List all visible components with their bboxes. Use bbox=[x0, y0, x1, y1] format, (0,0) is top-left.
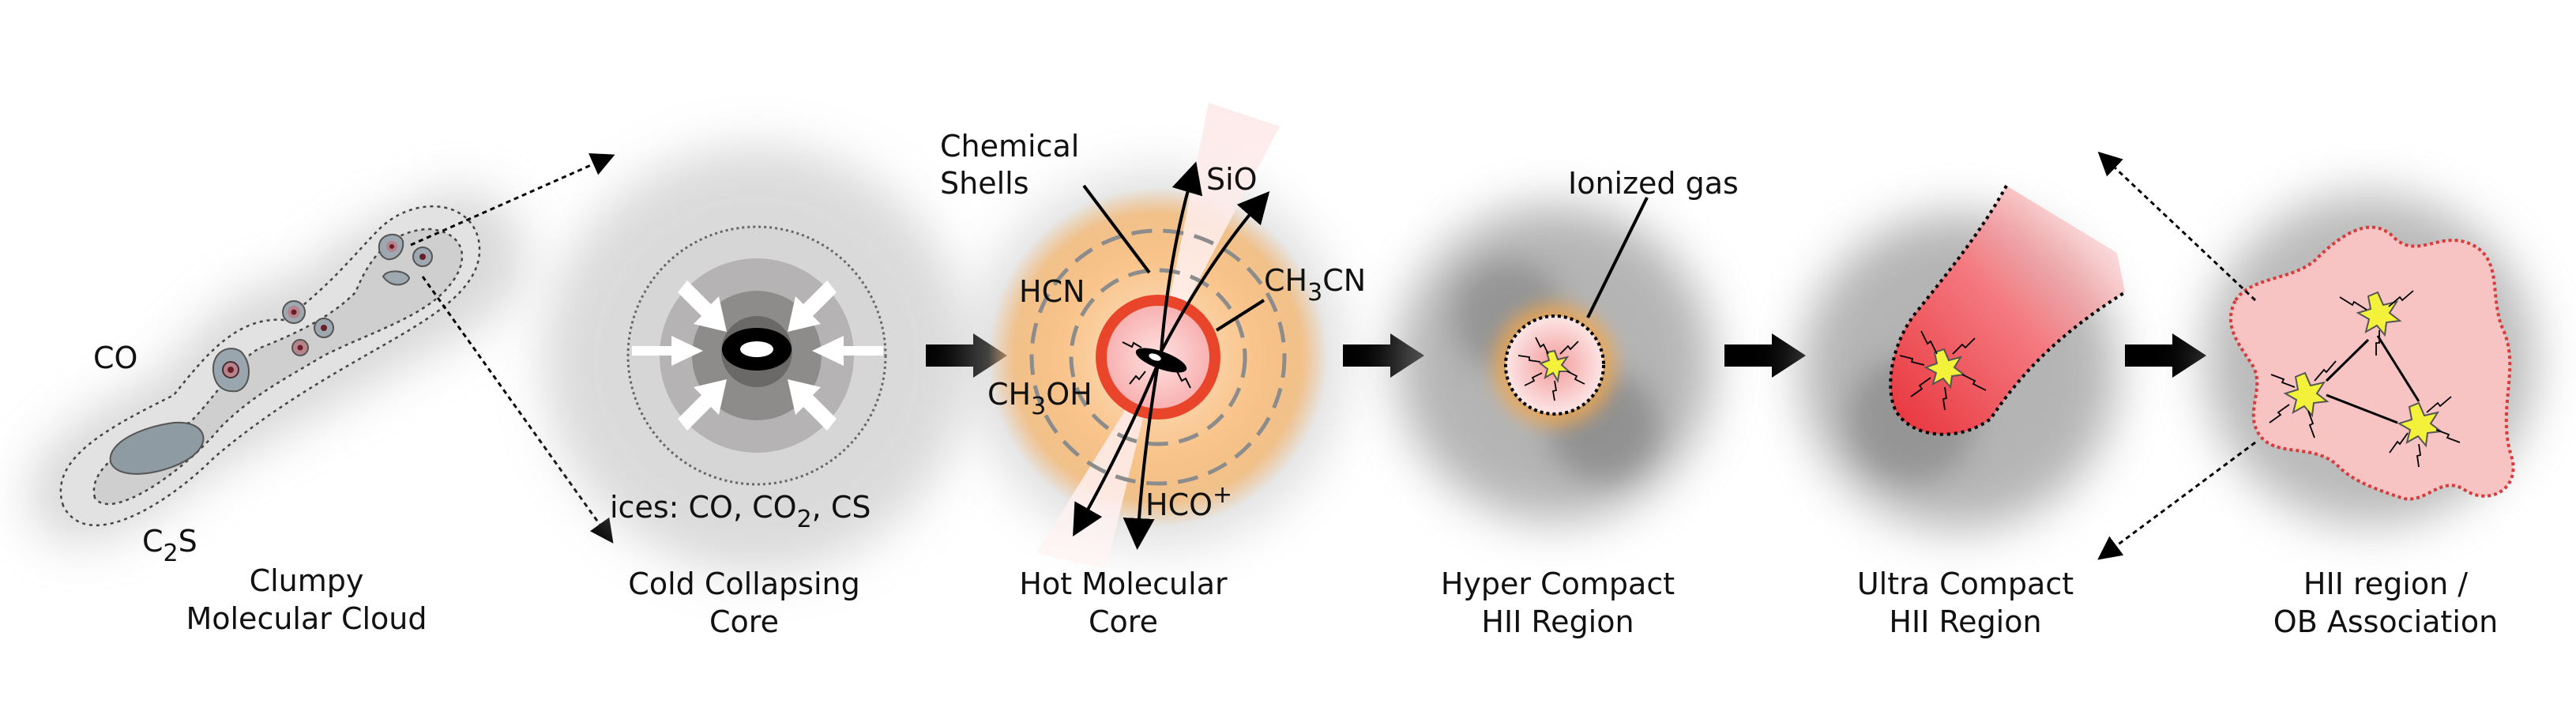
caption-stage-6-line-2: OB Association bbox=[2273, 604, 2498, 639]
stage-captions: Clumpy Molecular Cloud Cold Collapsing C… bbox=[186, 563, 2498, 639]
transition-arrow-3 bbox=[1724, 333, 1806, 378]
infall-arrows bbox=[632, 280, 883, 431]
hot-core-disk bbox=[1135, 348, 1187, 373]
zoom-line-hii-lower bbox=[2097, 441, 2256, 560]
caption-stage-4-line-1: Hyper Compact bbox=[1441, 567, 1675, 601]
chemical-shell-outer bbox=[1029, 228, 1287, 486]
ob-star-3 bbox=[2397, 401, 2443, 448]
hcn-label: HCN bbox=[1019, 274, 1085, 309]
ionized-gas-label: Ionized gas bbox=[1568, 166, 1739, 201]
hypercompact-stage: Ionized gas bbox=[1397, 166, 1739, 521]
caption-stage-3-line-1: Hot Molecular bbox=[1019, 567, 1228, 601]
hc-star bbox=[1538, 349, 1571, 383]
caption-stage-4-line-2: HII Region bbox=[1481, 604, 1634, 639]
ch3oh-label: CH3OH bbox=[987, 377, 1092, 420]
ultracompact-stage bbox=[1801, 185, 2127, 529]
sio-label: SiO bbox=[1206, 162, 1258, 197]
caption-stage-1-line-1: Clumpy bbox=[250, 563, 364, 598]
ices-label: ices: CO, CO2, CS bbox=[610, 490, 871, 533]
zoom-line-lower bbox=[421, 276, 614, 544]
hco-plus-label: HCO+ bbox=[1145, 481, 1232, 522]
dense-clump-1 bbox=[109, 421, 205, 475]
caption-stage-6-line-1: HII region / bbox=[2303, 567, 2468, 601]
clumpy-cloud-stage: CO C2S bbox=[29, 152, 615, 567]
caption-stage-2-line-2: Core bbox=[709, 604, 779, 639]
zoom-line-hii-upper bbox=[2097, 151, 2257, 302]
hii-region-stage bbox=[2097, 151, 2536, 560]
hot-core-shell bbox=[1096, 295, 1220, 420]
co-label: CO bbox=[93, 341, 137, 375]
hot-core-stage: Chemical Shells SiO HCN CH3CN CH3OH HCO+ bbox=[940, 103, 1366, 569]
zoom-line-upper bbox=[410, 152, 615, 247]
ch3cn-label: CH3CN bbox=[1264, 263, 1366, 307]
ob-star-1 bbox=[2356, 291, 2402, 337]
caption-stage-1-line-2: Molecular Cloud bbox=[186, 601, 427, 636]
transition-arrow-4 bbox=[2125, 333, 2206, 378]
caption-stage-3-line-2: Core bbox=[1089, 604, 1158, 639]
caption-stage-5-line-2: HII Region bbox=[1889, 604, 2041, 639]
hii-region-boundary bbox=[2228, 225, 2515, 501]
caption-stage-5-line-1: Ultra Compact bbox=[1857, 567, 2074, 601]
c2s-label: C2S bbox=[142, 524, 197, 567]
caption-stage-2-line-1: Cold Collapsing bbox=[628, 567, 859, 601]
chemical-shell-inner bbox=[1069, 268, 1247, 446]
cold-core-stage: ices: CO, CO2, CS bbox=[543, 146, 970, 573]
outflow-top bbox=[1158, 103, 1280, 357]
chemical-shells-label-1: Chemical bbox=[940, 129, 1079, 164]
outflow-arrows bbox=[1073, 161, 1270, 550]
uc-star bbox=[1924, 348, 1966, 390]
chemical-shells-label-2: Shells bbox=[940, 166, 1029, 201]
